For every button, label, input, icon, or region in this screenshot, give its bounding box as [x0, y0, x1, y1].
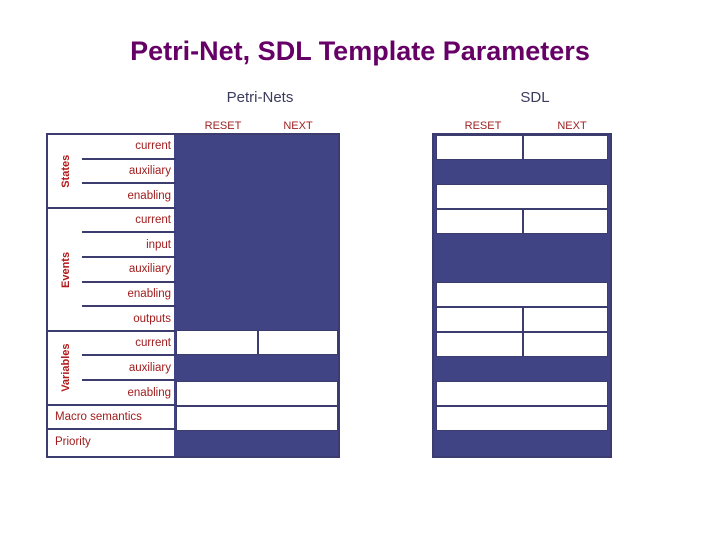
row-label-events-outputs: outputs [133, 313, 171, 326]
row-group-label-states: States [60, 154, 72, 188]
sdl-cell-states-enabling[interactable] [436, 184, 608, 209]
row-label-states-enabling: enabling [127, 190, 171, 203]
petri-nets-column-header-next: NEXT [283, 120, 313, 132]
sdl-cell-events-outputs-next[interactable] [523, 307, 608, 332]
row-label-variables-enabling: enabling [127, 387, 171, 400]
row-label-states-auxiliary: auxiliary [82, 160, 176, 185]
sdl-cell-states-current-reset[interactable] [436, 135, 523, 160]
row-label-variables-auxiliary: auxiliary [82, 356, 176, 381]
row-group-label-variables: Variables [60, 343, 72, 392]
petri-nets-column-header-reset: RESET [204, 120, 242, 132]
row-label-macro-semantics: Macro semantics [48, 406, 176, 431]
sdl-column-header-reset: RESET [464, 120, 502, 132]
petri-nets-cell-variables-current-reset[interactable] [176, 330, 258, 355]
sdl-cell-variables-current-reset[interactable] [436, 332, 523, 357]
sdl-cell-variables-enabling[interactable] [436, 381, 608, 406]
row-label-priority: Priority [55, 436, 91, 449]
page-title: Petri-Net, SDL Template Parameters [130, 36, 590, 66]
section-caption-petri-nets: Petri-Nets [226, 89, 294, 106]
row-label-table: States current auxiliary enabling Events… [46, 133, 176, 458]
sdl-cell-events-current-next[interactable] [523, 209, 608, 234]
row-label-events-input: input [82, 233, 176, 258]
sdl-cell-events-current-reset[interactable] [436, 209, 523, 234]
row-group-states: States current auxiliary enabling [48, 135, 176, 209]
row-label-variables-current: current [82, 332, 176, 357]
sdl-cell-variables-current-next[interactable] [523, 332, 608, 357]
row-label-events-enabling: enabling [82, 283, 176, 308]
petri-nets-cell-variables-enabling[interactable] [176, 381, 338, 406]
sdl-cell-events-outputs-reset[interactable] [436, 307, 523, 332]
sdl-cell-states-current-next[interactable] [523, 135, 608, 160]
sdl-cell-events-enabling[interactable] [436, 282, 608, 307]
row-group-label-events: Events [60, 251, 72, 288]
petri-nets-cell-macro-semantics[interactable] [176, 406, 338, 431]
sdl-cell-macro-semantics[interactable] [436, 406, 608, 431]
sdl-column-header-next: NEXT [557, 120, 587, 132]
row-group-variables: Variables current auxiliary enabling [48, 332, 176, 406]
section-caption-sdl: SDL [520, 89, 550, 106]
row-label-states-current: current [82, 135, 176, 160]
row-label-events-current: current [82, 209, 176, 234]
petri-nets-cell-variables-current-next[interactable] [258, 330, 338, 355]
row-group-events: Events current input auxiliary enabling … [48, 209, 176, 332]
row-label-events-auxiliary: auxiliary [82, 258, 176, 283]
